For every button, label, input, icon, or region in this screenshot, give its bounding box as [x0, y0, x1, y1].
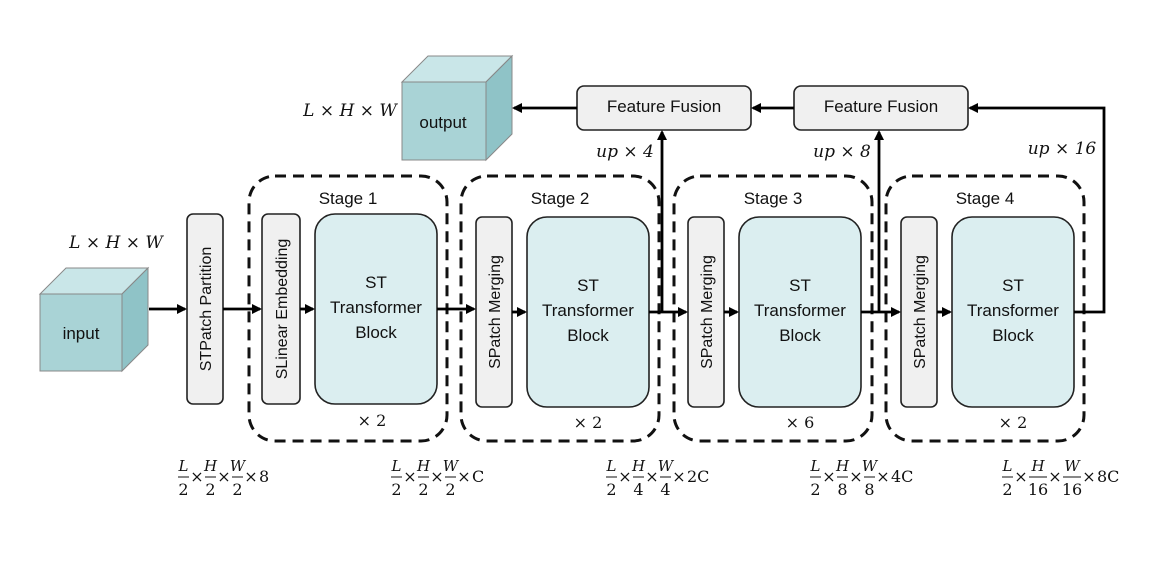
stage-2-repeat: × 2	[574, 413, 603, 432]
stage-3: Stage 3 SPatch Merging ST Transformer Bl…	[672, 174, 874, 443]
shape-3-times-sign: ×	[618, 467, 631, 486]
shape-1-times-sign: ×	[190, 467, 203, 486]
shape-5-w-numerator: W	[1064, 457, 1081, 475]
shape-2-w-numerator: W	[443, 457, 460, 475]
stage-1-repeat: × 2	[358, 411, 387, 430]
shape-3-times-sign: ×	[645, 467, 658, 486]
feature-fusion-2-label: Feature Fusion	[824, 97, 938, 116]
stage-2-block-line-3: Block	[567, 326, 609, 345]
stage-4-block-line-3: Block	[992, 326, 1034, 345]
stage-2-block-line-2: Transformer	[542, 301, 634, 320]
stage-4-merging-label: SPatch Merging	[912, 255, 929, 369]
shape-4-h-numerator: H	[835, 457, 850, 475]
shape-3-w-numerator: W	[658, 457, 675, 475]
shape-1-channels: 8	[259, 467, 269, 486]
shape-4-times-sign: ×	[822, 467, 835, 486]
shape-1-l-numerator: L	[178, 457, 189, 475]
stage-1-block-line-1: ST	[365, 273, 387, 292]
stage-4: Stage 4 SPatch Merging ST Transformer Bl…	[884, 174, 1086, 443]
input-label: input	[63, 324, 100, 343]
shape-1-l-denominator: 2	[178, 480, 188, 499]
stage-3-block-line-2: Transformer	[754, 301, 846, 320]
stage-3-block-line-1: ST	[789, 276, 811, 295]
shape-3-l-numerator: L	[606, 457, 617, 475]
shape-2-times-sign: ×	[403, 467, 416, 486]
shape-2-l-denominator: 2	[391, 480, 401, 499]
shape-2-channels: C	[472, 467, 484, 486]
shape-5-h-denominator: 16	[1028, 480, 1048, 499]
shape-3-h-numerator: H	[631, 457, 646, 475]
upsample-x8-label: up × 8	[813, 142, 871, 162]
shape-5-l-numerator: L	[1002, 457, 1013, 475]
stage-1-block-line-2: Transformer	[330, 298, 422, 317]
shape-2-l-numerator: L	[391, 457, 402, 475]
shape-5-times-sign: ×	[1014, 467, 1027, 486]
stage-1-block-line-3: Block	[355, 323, 397, 342]
shape-5-channels: 8C	[1097, 467, 1119, 486]
stage-2-block-line-1: ST	[577, 276, 599, 295]
shape-2-times-sign: ×	[430, 467, 443, 486]
shape-2-h-denominator: 2	[418, 480, 428, 499]
shape-5-h-numerator: H	[1030, 457, 1045, 475]
shape-4-w-denominator: 8	[864, 480, 874, 499]
shape-3-channels: 2C	[687, 467, 709, 486]
shape-4-h-denominator: 8	[837, 480, 847, 499]
stage-2-border	[459, 174, 661, 443]
stage-4-title: Stage 4	[956, 189, 1015, 208]
shape-1-times-sign: ×	[217, 467, 230, 486]
upsample-x16-label: up × 16	[1028, 139, 1097, 159]
shape-2-times-sign: ×	[457, 467, 470, 486]
stage-4-block-line-1: ST	[1002, 276, 1024, 295]
shape-5-times-sign: ×	[1082, 467, 1095, 486]
shape-2-w-denominator: 2	[445, 480, 455, 499]
patch-partition-label: STPatch Partition	[198, 247, 215, 372]
shape-4-l-numerator: L	[810, 457, 821, 475]
output-label: output	[419, 113, 467, 132]
stage-3-repeat: × 6	[786, 413, 815, 432]
shape-3-l-denominator: 2	[606, 480, 616, 499]
shape-3-times-sign: ×	[672, 467, 685, 486]
upsample-x4-label: up × 4	[596, 142, 654, 162]
shape-3-h-denominator: 4	[633, 480, 643, 499]
shape-annotations: L2×H2×W2×8L2×H2×W2×CL2×H4×W4×2CL2×H8×W8×…	[178, 457, 1120, 499]
shape-1-h-numerator: H	[203, 457, 218, 475]
shape-5-l-denominator: 2	[1002, 480, 1012, 499]
shape-4-channels: 4C	[891, 467, 913, 486]
stage-4-border	[884, 174, 1086, 443]
input-cube: input	[38, 266, 150, 373]
shape-3-w-denominator: 4	[660, 480, 670, 499]
shape-4-w-numerator: W	[862, 457, 879, 475]
output-cube: output	[400, 54, 514, 162]
stage-2: Stage 2 SPatch Merging ST Transformer Bl…	[459, 174, 661, 443]
shape-4-times-sign: ×	[849, 467, 862, 486]
shape-1-w-numerator: W	[230, 457, 247, 475]
shape-2-h-numerator: H	[416, 457, 431, 475]
stage-1-embedding-label: SLinear Embedding	[274, 239, 291, 380]
stage-3-border	[672, 174, 874, 443]
stage-1-title: Stage 1	[319, 189, 378, 208]
stage-2-title: Stage 2	[531, 189, 590, 208]
arrow-stage-4-to-fusion-2	[968, 103, 1106, 314]
shape-1-times-sign: ×	[244, 467, 257, 486]
input-dims: L × H × W	[68, 233, 164, 253]
shape-4-l-denominator: 2	[810, 480, 820, 499]
shape-1-w-denominator: 2	[232, 480, 242, 499]
stage-4-block-line-2: Transformer	[967, 301, 1059, 320]
stage-4-repeat: × 2	[999, 413, 1028, 432]
connection-arrows	[149, 103, 1106, 317]
shape-1-h-denominator: 2	[205, 480, 215, 499]
shape-4-times-sign: ×	[876, 467, 889, 486]
shape-5-times-sign: ×	[1048, 467, 1061, 486]
stage-2-merging-label: SPatch Merging	[487, 255, 504, 369]
stage-3-merging-label: SPatch Merging	[699, 255, 716, 369]
stage-3-title: Stage 3	[744, 189, 803, 208]
shape-5-w-denominator: 16	[1062, 480, 1082, 499]
stage-3-block-line-3: Block	[779, 326, 821, 345]
output-dims: L × H × W	[302, 101, 398, 121]
stage-1: Stage 1 SLinear Embedding ST Transformer…	[247, 174, 449, 443]
feature-fusion-1-label: Feature Fusion	[607, 97, 721, 116]
